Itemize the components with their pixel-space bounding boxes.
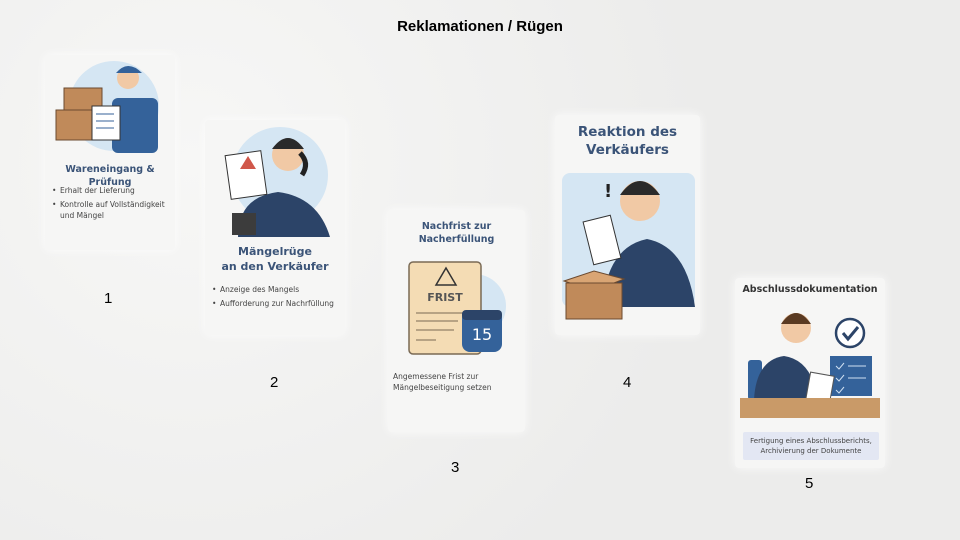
warehouse-worker-illustration [55,61,159,153]
step-3-title-line-2: Nacherfüllung [418,233,495,245]
step-5-text-line-1: Fertigung eines Abschlussberichts, [750,437,872,445]
step-4-title-line-2: Verkäufers [586,141,669,158]
final-documentation-illustration [740,313,880,418]
step-5-text-box: Fertigung eines Abschlussberichts, Archi… [743,432,879,460]
step-3-title: Nachfrist zur Nacherfüllung [388,221,525,247]
complaint-phone-illustration [224,127,330,237]
step-3-text-line-2: Mängelbeseitigung setzen [393,382,492,392]
step-2-title: Mängelrüge an den Verkäufer [205,245,345,275]
calendar-day: 15 [471,325,493,344]
step-3-text: Angemessene Frist zur Mängelbeseitigung … [393,372,523,394]
step-5-title: Abschlussdokumentation [742,284,878,295]
step-5-text-line-2: Archivierung der Dokumente [760,447,862,456]
step-number-1: 1 [104,290,113,307]
bullet-item: Kontrolle auf Vollständigkeit und Mängel [52,200,172,222]
step-number-2: 2 [270,374,279,391]
step-1-title: Wareneingang & Prüfung [65,164,155,188]
slide-title: Reklamationen / Rügen [397,18,563,35]
step-3-title-line-1: Nachfrist zur [421,221,492,232]
step-1-bullets: Erhalt der Lieferung Kontrolle auf Volls… [52,186,172,225]
step-3-text-line-1: Angemessene Frist zur [393,372,479,381]
seller-reviewing-illustration: ! [562,173,695,320]
svg-text:!: ! [604,181,612,202]
step-4-title: Reaktion des Verkäufers [555,124,700,159]
bullet-item: Erhalt der Lieferung [52,186,172,197]
frist-label: FRIST [427,291,463,304]
step-number-5: 5 [805,475,814,492]
step-2-bullets: Anzeige des Mangels Aufforderung zur Nac… [212,285,347,313]
step-number-3: 3 [451,459,460,476]
bullet-item: Anzeige des Mangels [212,285,347,296]
step-4-title-line-1: Reaktion des [577,124,678,140]
step-number-4: 4 [623,374,632,391]
bullet-item: Aufforderung zur Nachrfüllung [212,299,347,310]
step-2-title-line-2: an den Verkäufer [221,259,329,273]
deadline-document-illustration [408,261,506,355]
step-2-title-line-1: Mängelrüge [238,245,312,258]
